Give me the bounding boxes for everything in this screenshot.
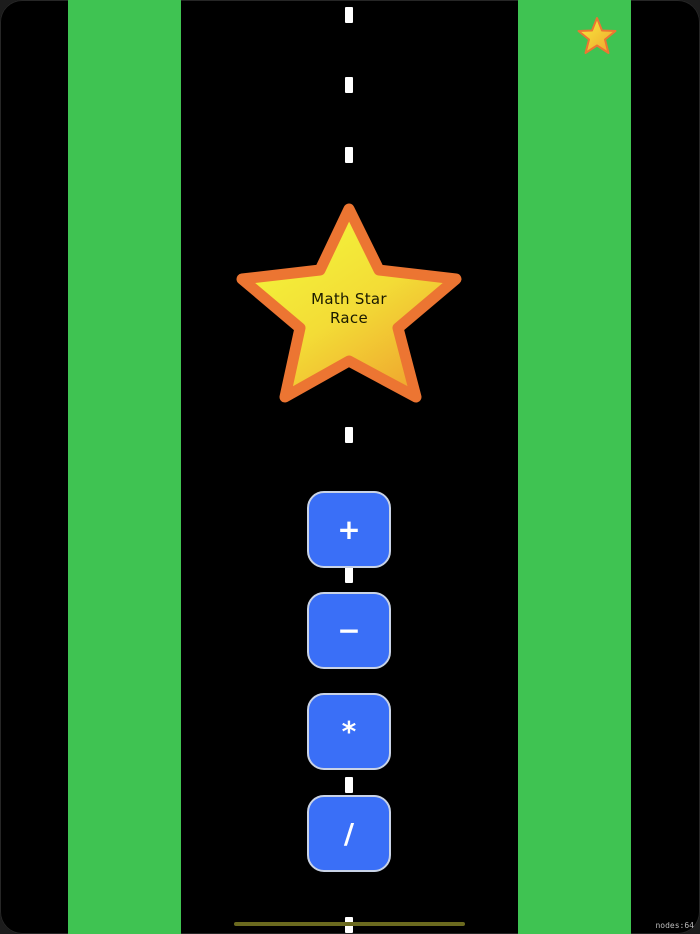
lane-dash <box>345 777 353 793</box>
addition-button[interactable]: + <box>307 491 391 568</box>
lane-dash <box>345 147 353 163</box>
right-grass-strip <box>518 0 631 934</box>
star-icon[interactable] <box>576 16 618 56</box>
minus-icon: − <box>337 614 361 647</box>
left-grass-strip <box>68 0 181 934</box>
game-title-line2: Race <box>330 309 368 327</box>
lane-dash <box>345 77 353 93</box>
game-title: Math Star Race <box>274 290 424 328</box>
plus-icon: + <box>337 513 361 546</box>
asterisk-icon: * <box>341 715 357 748</box>
home-indicator[interactable] <box>234 922 465 926</box>
debug-node-count: nodes:64 <box>655 921 694 930</box>
multiplication-button[interactable]: * <box>307 693 391 770</box>
slash-icon: / <box>343 817 355 850</box>
subtraction-button[interactable]: − <box>307 592 391 669</box>
game-title-line1: Math Star <box>311 290 387 308</box>
lane-dash <box>345 7 353 23</box>
division-button[interactable]: / <box>307 795 391 872</box>
lane-dash <box>345 567 353 583</box>
lane-dash <box>345 427 353 443</box>
title-star-icon <box>236 203 462 403</box>
